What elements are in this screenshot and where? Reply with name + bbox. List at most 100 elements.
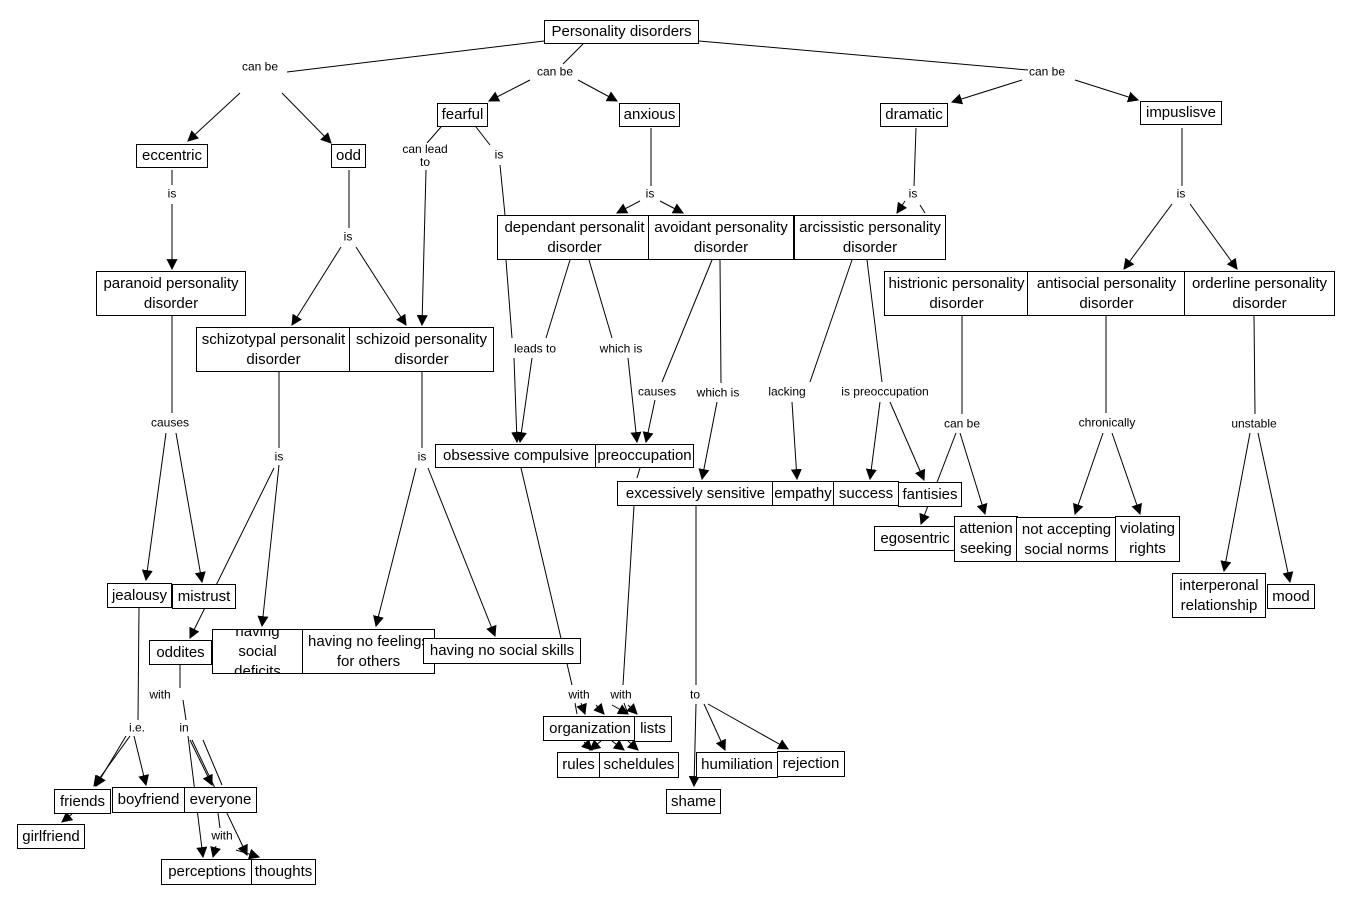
node-schizotypal[interactable]: schizotypal personalit disorder (196, 327, 351, 372)
node-interpersonal-relationship[interactable]: interperonal relationship (1172, 573, 1266, 618)
node-borderline[interactable]: orderline personality disorder (1184, 271, 1335, 316)
node-having-no-social-skills[interactable]: having no social skills (423, 638, 581, 664)
node-odd[interactable]: odd (331, 144, 366, 168)
link-label-is: is (166, 186, 178, 201)
link-line (1189, 203, 1238, 270)
node-histrionic[interactable]: histrionic personality disorder (884, 271, 1029, 316)
node-shame[interactable]: shame (666, 789, 721, 814)
node-dependant[interactable]: dependant personalit disorder (497, 215, 652, 260)
link-line (896, 200, 908, 214)
link-label-can-lead-to: can lead to (401, 142, 449, 169)
link-label-with: with (148, 687, 172, 702)
node-schizoid[interactable]: schizoid personality disorder (349, 327, 494, 372)
node-girlfriend[interactable]: girlfriend (17, 824, 85, 849)
node-rejection[interactable]: rejection (777, 751, 845, 777)
node-personality-disorders[interactable]: Personality disorders (544, 20, 699, 44)
link-label-can-be: can be (1027, 64, 1067, 79)
link-line (809, 259, 853, 383)
node-preoccupation[interactable]: preoccupation (595, 444, 694, 468)
link-label-which-is: which is (598, 341, 644, 356)
link-line (133, 735, 149, 787)
link-line (515, 357, 533, 444)
link-line (373, 467, 417, 628)
node-oddites[interactable]: oddites (149, 640, 212, 665)
node-not-accepting-social-norms[interactable]: not accepting social norms (1016, 517, 1117, 562)
node-avoidant[interactable]: avoidant personality disorder (648, 215, 794, 260)
node-everyone[interactable]: everyone (184, 787, 257, 813)
link-line (622, 505, 635, 686)
link-line (688, 703, 700, 788)
link-label-unstable: unstable (1230, 416, 1278, 431)
node-jealousy[interactable]: jealousy (107, 583, 172, 608)
link-line (488, 79, 531, 102)
link-label-is: is (644, 186, 656, 201)
node-violating-rights[interactable]: violating rights (1115, 516, 1180, 562)
node-organization[interactable]: organization (543, 716, 637, 741)
link-line (95, 735, 127, 787)
link-line (505, 259, 513, 339)
node-success[interactable]: success (833, 481, 899, 506)
link-line (1111, 432, 1142, 516)
link-line (1073, 432, 1104, 516)
link-line (616, 200, 641, 214)
link-label-is: is (273, 449, 285, 464)
link-line (1074, 79, 1140, 103)
link-line (703, 703, 726, 752)
node-anxious[interactable]: anxious (619, 103, 680, 127)
link-line (919, 432, 957, 526)
node-mood[interactable]: mood (1267, 584, 1315, 609)
link-label-is: is (342, 229, 354, 244)
node-fearful[interactable]: fearful (437, 103, 488, 127)
link-line (427, 467, 497, 638)
link-line (574, 702, 578, 715)
node-egocentric[interactable]: egosentric (874, 526, 956, 551)
link-line (286, 40, 545, 73)
node-friends[interactable]: friends (54, 789, 111, 814)
link-label-chronically: chronically (1077, 415, 1137, 430)
link-line (545, 259, 571, 339)
node-dramatic[interactable]: dramatic (880, 103, 948, 127)
link-label-is-preoccupation: is preoccupation (840, 384, 930, 399)
node-narcissistic[interactable]: arcissistic personality disorder (794, 215, 946, 260)
link-line (790, 401, 802, 481)
node-eccentric[interactable]: eccentric (136, 144, 208, 168)
link-line (511, 357, 523, 444)
node-attention-seeking[interactable]: attenion seeking (954, 516, 1018, 562)
link-line (611, 704, 629, 715)
link-line (61, 811, 74, 823)
link-line (626, 703, 638, 715)
link-line (661, 259, 713, 383)
link-line (576, 702, 587, 716)
link-label-with: with (567, 687, 591, 702)
node-impulsive[interactable]: impuslisve (1140, 101, 1222, 125)
node-fantasies[interactable]: fantisies (898, 482, 962, 507)
node-having-social-deficits[interactable]: having social deficits (212, 629, 303, 674)
link-line (959, 432, 988, 516)
node-obsessive-compulsive[interactable]: obsessive compulsive (435, 444, 597, 468)
node-having-no-feelings[interactable]: having no feelings for others (302, 629, 435, 674)
node-rules[interactable]: rules (557, 752, 600, 778)
node-perceptions[interactable]: perceptions (161, 859, 253, 885)
link-line (475, 126, 491, 146)
node-paranoid[interactable]: paranoid personality disorder (96, 271, 246, 316)
link-line (235, 848, 261, 860)
link-label-ie: i.e. (127, 720, 147, 735)
node-schedules[interactable]: scheldules (599, 752, 679, 778)
link-line (141, 432, 167, 582)
node-antisocial[interactable]: antisocial personality disorder (1027, 271, 1186, 316)
node-lists[interactable]: lists (634, 716, 672, 742)
link-label-is: is (907, 186, 919, 201)
link-line (210, 845, 221, 859)
link-line (1257, 432, 1294, 584)
link-line (291, 246, 342, 326)
node-empathy[interactable]: empathy (772, 481, 834, 506)
node-excessively-sensitive[interactable]: excessively sensitive (617, 481, 774, 506)
link-line (593, 702, 605, 715)
link-line (719, 259, 722, 384)
link-line (577, 79, 618, 102)
node-thoughts[interactable]: thoughts (251, 859, 316, 885)
node-humiliation[interactable]: humiliation (696, 752, 778, 778)
node-mistrust[interactable]: mistrust (172, 584, 236, 609)
node-boyfriend[interactable]: boyfriend (112, 787, 185, 813)
link-label-is: is (1175, 186, 1187, 201)
